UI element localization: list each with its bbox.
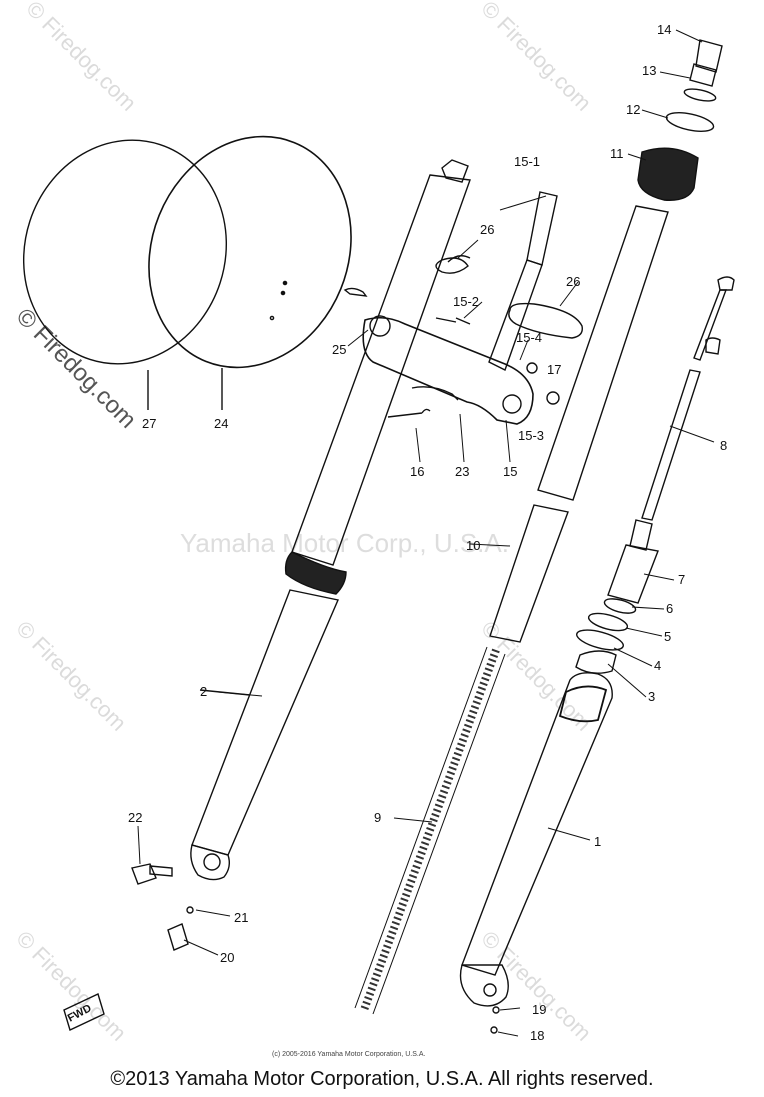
part-label: 17 [547,362,561,377]
part-label: 1 [594,834,601,849]
part-label: 27 [142,416,156,431]
part-label: 15-4 [516,330,542,345]
part-label: 18 [530,1028,544,1043]
watermark: © Firedog.com [11,616,131,736]
part-label: 25 [332,342,346,357]
part-label: 4 [654,658,661,673]
front-fork-parts-diagram: © Firedog.com © Firedog.com © Firedog.co… [11,0,735,1058]
watermark: © Firedog.com [21,0,141,116]
part-label: 10 [466,538,480,553]
part-labels: 14 13 12 11 15-1 26 26 15-2 15-4 17 15-3… [66,22,727,1058]
leader-lines [137,29,715,1037]
small-copyright: (c) 2005-2016 Yamaha Motor Corporation, … [272,1051,425,1058]
steering-bracket [362,191,583,425]
part-label: 15-1 [514,154,540,169]
part-label: 11 [610,146,624,161]
part-label: 21 [234,910,248,925]
part-label: 26 [566,274,580,289]
part-label: 13 [642,63,656,78]
part-label: 26 [480,222,494,237]
part-label: 24 [214,416,228,431]
part-label: 22 [128,810,142,825]
part-label: 23 [455,464,469,479]
part-label: 5 [664,629,671,644]
part-label: 20 [220,950,234,965]
part-label: 15 [503,464,517,479]
watermark: © Firedog.com [476,0,596,116]
watermark: © Firedog.com [11,303,142,434]
part-label: 2 [200,684,207,699]
headlight [22,135,368,410]
damper-rod [558,276,735,723]
left-fork-assembly [190,159,471,881]
watermark: © Firedog.com [476,616,596,736]
watermarks: © Firedog.com © Firedog.com © Firedog.co… [11,0,597,1046]
part-label: 16 [410,464,424,479]
part-label: 6 [666,601,673,616]
copyright-footer: ©2013 Yamaha Motor Corporation, U.S.A. A… [110,1068,654,1090]
part-label: 12 [626,102,640,117]
part-label: 7 [678,572,685,587]
part-label: 19 [532,1002,546,1017]
part-label: 14 [657,22,671,37]
part-label: 3 [648,689,655,704]
fork-spring [354,646,506,1015]
part-label: 15-2 [453,294,479,309]
right-fork-assembly [459,205,669,1007]
fork-cap-parts [637,39,723,201]
part-label: 9 [374,810,381,825]
part-label: 8 [720,438,727,453]
part-label: 15-3 [518,428,544,443]
watermark: © Firedog.com [11,926,131,1046]
lower-hardware [63,863,500,1034]
